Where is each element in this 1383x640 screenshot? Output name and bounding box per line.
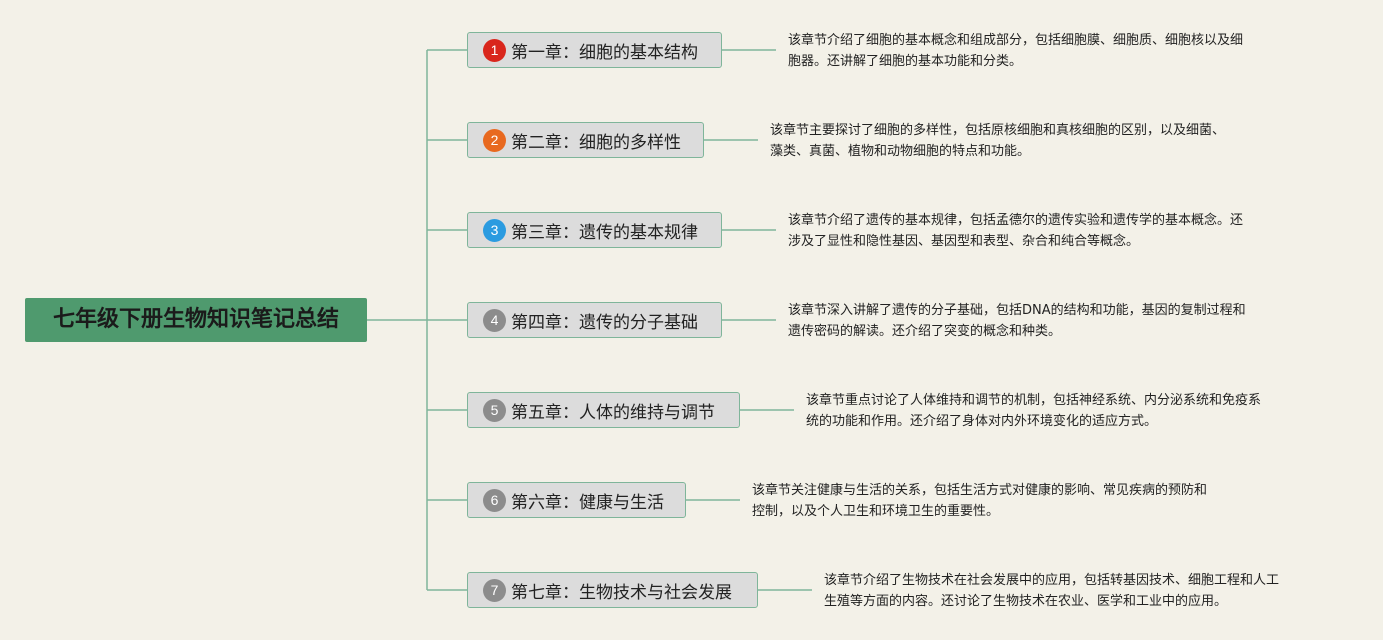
description-line: 该章节深入讲解了遗传的分子基础，包括DNA的结构和功能，基因的复制过程和 (788, 303, 1246, 318)
chapter-description-4: 该章节深入讲解了遗传的分子基础，包括DNA的结构和功能，基因的复制过程和遗传密码… (788, 300, 1246, 342)
chapter-description-5: 该章节重点讨论了人体维持和调节的机制，包括神经系统、内分泌系统和免疫系统的功能和… (806, 390, 1261, 432)
chapter-description-6: 该章节关注健康与生活的关系，包括生活方式对健康的影响、常见疾病的预防和控制，以及… (752, 480, 1207, 522)
description-line: 胞器。还讲解了细胞的基本功能和分类。 (788, 54, 1023, 69)
chapter-description-3: 该章节介绍了遗传的基本规律，包括孟德尔的遗传实验和遗传学的基本概念。还涉及了显性… (788, 210, 1243, 252)
chapter-number-badge: 3 (483, 218, 506, 242)
chapter-description-2: 该章节主要探讨了细胞的多样性，包括原核细胞和真核细胞的区别，以及细菌、藻类、真菌… (770, 120, 1225, 162)
root-topic[interactable]: 七年级下册生物知识笔记总结 (25, 298, 367, 342)
description-line: 控制，以及个人卫生和环境卫生的重要性。 (752, 504, 1000, 519)
chapter-number-badge: 6 (483, 488, 506, 512)
chapter-number-badge: 5 (483, 398, 506, 422)
chapter-number-badge: 4 (483, 308, 506, 332)
chapter-title: 第二章：细胞的多样性 (511, 132, 681, 153)
chapter-title: 第三章：遗传的基本规律 (511, 222, 698, 243)
chapter-number-badge: 1 (483, 38, 506, 62)
description-line: 生殖等方面的内容。还讨论了生物技术在农业、医学和工业中的应用。 (824, 594, 1228, 609)
description-line: 该章节介绍了遗传的基本规律，包括孟德尔的遗传实验和遗传学的基本概念。还 (788, 213, 1244, 228)
chapter-number-badge: 7 (483, 578, 506, 602)
chapter-description-1: 该章节介绍了细胞的基本概念和组成部分，包括细胞膜、细胞质、细胞核以及细胞器。还讲… (788, 30, 1243, 72)
description-line: 涉及了显性和隐性基因、基因型和表型、杂合和纯合等概念。 (788, 234, 1140, 249)
chapter-title: 第六章：健康与生活 (511, 492, 664, 513)
description-line: 该章节介绍了生物技术在社会发展中的应用，包括转基因技术、细胞工程和人工 (824, 573, 1280, 588)
chapter-title: 第四章：遗传的分子基础 (511, 312, 698, 333)
description-line: 该章节介绍了细胞的基本概念和组成部分，包括细胞膜、细胞质、细胞核以及细 (788, 33, 1244, 48)
chapter-title: 第一章：细胞的基本结构 (511, 42, 698, 63)
description-line: 该章节关注健康与生活的关系，包括生活方式对健康的影响、常见疾病的预防和 (752, 483, 1208, 498)
chapter-description-7: 该章节介绍了生物技术在社会发展中的应用，包括转基因技术、细胞工程和人工生殖等方面… (824, 570, 1279, 612)
description-line: 统的功能和作用。还介绍了身体对内外环境变化的适应方式。 (806, 414, 1158, 429)
description-line: 藻类、真菌、植物和动物细胞的特点和功能。 (770, 144, 1031, 159)
chapter-title: 第七章：生物技术与社会发展 (511, 582, 732, 603)
description-line: 该章节主要探讨了细胞的多样性，包括原核细胞和真核细胞的区别，以及细菌、 (770, 123, 1226, 138)
chapter-number-badge: 2 (483, 128, 506, 152)
chapter-title: 第五章：人体的维持与调节 (511, 402, 715, 423)
description-line: 该章节重点讨论了人体维持和调节的机制，包括神经系统、内分泌系统和免疫系 (806, 393, 1262, 408)
description-line: 遗传密码的解读。还介绍了突变的概念和种类。 (788, 324, 1062, 339)
